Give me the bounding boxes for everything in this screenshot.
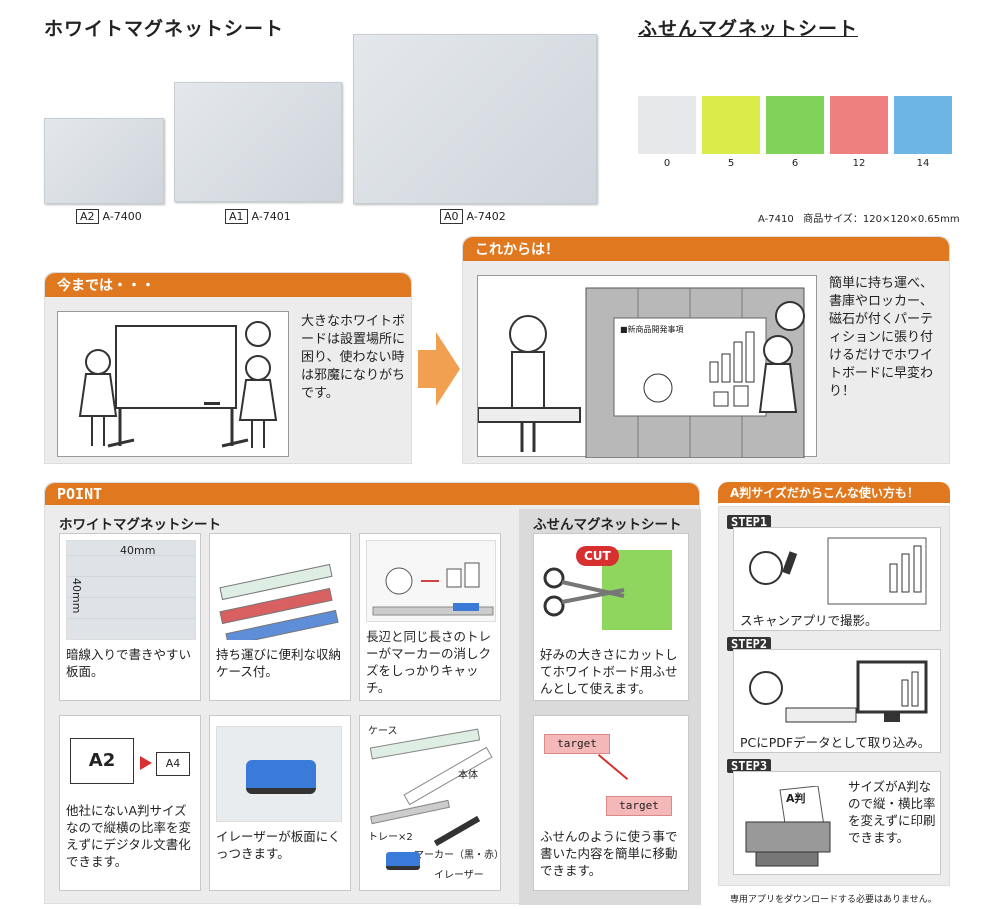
point-card-tray: 長辺と同じ長さのトレーがマーカーの消しクズをしっかりキャッチ。 xyxy=(359,533,501,701)
card-text: 好みの大きさにカットしてホワイトボード用ふせんとして使えます。 xyxy=(540,647,678,696)
swatch-12 xyxy=(830,96,888,154)
usage-header: A判サイズだからこんな使い方も！ xyxy=(718,482,950,503)
point-header: POINT xyxy=(45,483,699,505)
point-section: POINT ホワイトマグネットシート ふせんマグネットシート 40mm 40mm… xyxy=(44,482,701,905)
after-section: これからは！ ■新商品開発事項 簡単に持ち運べ、書庫やロッカー、磁石が付くパ xyxy=(462,236,950,464)
before-section: 今までは・・・ 大きなホワイトボードは設置場所に困り、使わない時は邪魔になりがち… xyxy=(44,272,412,464)
label-body: 本体 xyxy=(458,770,478,781)
usage-section: A判サイズだからこんな使い方も！ STEP1 スキャンアプリで撮影。 STEP2 xyxy=(718,482,950,886)
card-text: 暗線入りで書きやすい板面。 xyxy=(66,647,192,679)
point-card-case: 持ち運びに便利な収納ケース付。 xyxy=(209,533,351,701)
card-text: ふせんのように使う事で書いた内容を簡単に移動できます。 xyxy=(540,829,678,878)
tray-board xyxy=(366,540,496,622)
step1-card: スキャンアプリで撮影。 xyxy=(733,527,941,631)
eraser-small-icon xyxy=(386,852,420,870)
step3-card: A判 サイズがA判なので縦・横比率を変えずに印刷できます。 xyxy=(733,771,941,875)
sticky-sheet-title: ふせんマグネットシート xyxy=(638,18,859,40)
after-text: 簡単に持ち運べ、書庫やロッカー、磁石が付くパーティションに張り付けるだけでホワイ… xyxy=(829,276,934,399)
after-illustration: ■新商品開発事項 xyxy=(477,275,817,459)
swatch-6 xyxy=(766,96,824,154)
width-label: 40mm xyxy=(120,544,156,557)
step1-label: STEP1 xyxy=(727,515,772,529)
swatch-num: 0 xyxy=(663,158,671,169)
grid-sample xyxy=(66,540,196,640)
printer-icon xyxy=(745,786,831,867)
board-title: ■新商品開発事項 xyxy=(620,325,684,334)
eraser-icon xyxy=(246,760,316,794)
swatch-num: 14 xyxy=(916,158,930,169)
a4-box: A4 xyxy=(156,752,190,776)
swatch-num: 6 xyxy=(791,158,799,169)
card-text: 他社にないA判サイズなので縦横の比率を変えずにデジタル文書化できます。 xyxy=(66,803,192,869)
usage-note: 専用アプリをダウンロードする必要はありません。 xyxy=(730,895,937,905)
sheet-roll-icon xyxy=(403,746,493,806)
target-tag-2: target xyxy=(606,796,672,816)
cut-badge: CUT xyxy=(576,546,619,566)
before-text: 大きなホワイトボードは設置場所に困り、使わない時は邪魔になりがちです。 xyxy=(301,314,406,401)
a2-box: A2 xyxy=(70,738,134,784)
swatch-num: 5 xyxy=(727,158,735,169)
case-illustration xyxy=(219,563,339,640)
swatch-14 xyxy=(894,96,952,154)
after-header: これからは！ xyxy=(463,237,949,261)
swatch-0 xyxy=(638,96,696,154)
move-arrow-icon xyxy=(597,754,629,780)
target-tag-1: target xyxy=(544,734,610,754)
card-text: 長辺と同じ長さのトレーがマーカーの消しクズをしっかりキャッチ。 xyxy=(366,629,492,695)
white-sheet-title: ホワイトマグネットシート xyxy=(44,18,285,40)
point-sticky-title: ふせんマグネットシート xyxy=(533,517,682,533)
point-card-aspect: A2 A4 他社にないA判サイズなので縦横の比率を変えずにデジタル文書化できます… xyxy=(59,715,201,891)
point-card-grid: 40mm 40mm 暗線入りで書きやすい板面。 xyxy=(59,533,201,701)
point-card-cut: CUT 好みの大きさにカットしてホワイトボード用ふせんとして使えます。 xyxy=(533,533,689,701)
label-case: ケース xyxy=(368,726,398,737)
point-card-move: target target ふせんのように使う事で書いた内容を簡単に移動できます… xyxy=(533,715,689,891)
label-tray: トレー×2 xyxy=(368,832,413,843)
usage-steps: STEP1 スキャンアプリで撮影。 STEP2 PCにP xyxy=(718,506,950,886)
before-illustration xyxy=(57,311,289,457)
step2-label: STEP2 xyxy=(727,637,772,651)
arrow-right-icon xyxy=(418,332,460,406)
step2-card: PCにPDFデータとして取り込み。 xyxy=(733,649,941,753)
label-marker: マーカー（黒・赤） xyxy=(414,850,504,861)
sheet-a1 xyxy=(174,82,342,202)
swatch-num: 12 xyxy=(852,158,866,169)
point-card-contents: ケース 本体 トレー×2 マーカー（黒・赤） イレーザー xyxy=(359,715,504,891)
step1-text: スキャンアプリで撮影。 xyxy=(740,613,878,628)
arrow-icon xyxy=(140,756,152,770)
card-text: 持ち運びに便利な収納ケース付。 xyxy=(216,647,342,679)
point-card-eraser: イレーザーが板面にくっつきます。 xyxy=(209,715,351,891)
swatch-row: 0 5 6 12 14 xyxy=(638,96,952,169)
before-header: 今までは・・・ xyxy=(45,273,411,297)
marker-icon xyxy=(433,815,481,847)
swatch-5 xyxy=(702,96,760,154)
height-label: 40mm xyxy=(70,578,83,614)
sheet-a0 xyxy=(353,34,597,204)
step3-text: サイズがA判なので縦・横比率を変えずに印刷できます。 xyxy=(848,779,936,845)
point-white-title: ホワイトマグネットシート xyxy=(59,517,221,533)
paper-label: A判 xyxy=(786,792,806,805)
scissors-icon xyxy=(543,567,625,617)
sheet-a2 xyxy=(44,118,164,204)
step3-label: STEP3 xyxy=(727,759,772,773)
label-eraser: イレーザー xyxy=(434,870,484,881)
card-text: イレーザーが板面にくっつきます。 xyxy=(216,829,341,861)
step2-text: PCにPDFデータとして取り込み。 xyxy=(740,735,931,750)
sticky-caption: A-7410 商品サイズ：120×120×0.65mm xyxy=(758,214,960,225)
